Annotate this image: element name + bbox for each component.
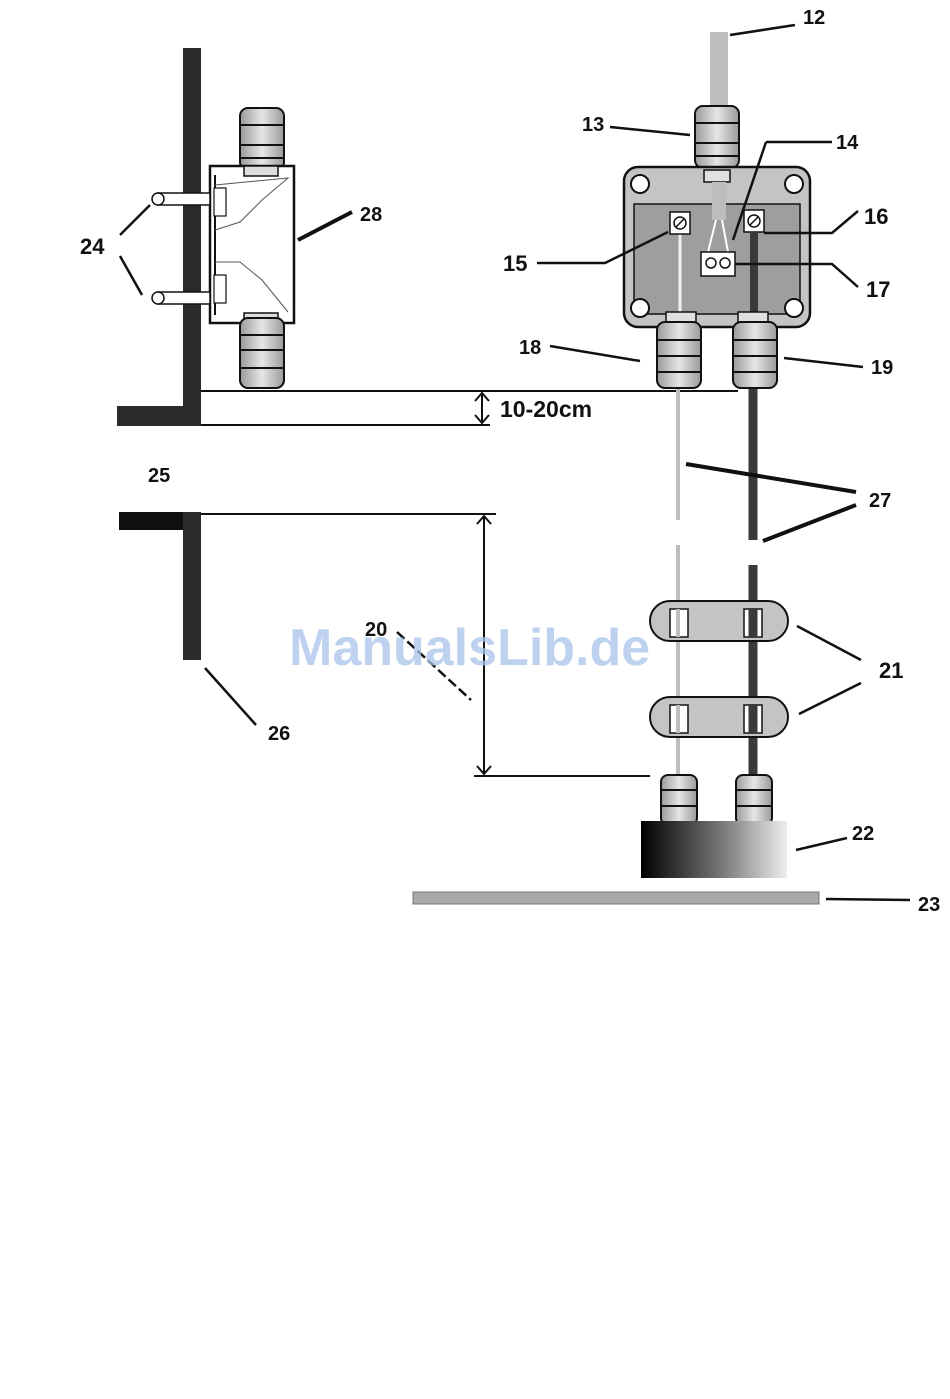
callouts: 12 13 14 15 16 17 18 19 20 21 22 23 24 2… — [80, 7, 940, 916]
junction-box — [624, 106, 810, 388]
callout-19: 19 — [871, 357, 893, 379]
wall-bracket — [117, 48, 201, 426]
side-mounted-box — [152, 108, 294, 388]
cable-clamps — [650, 601, 788, 737]
leader-lines — [120, 25, 910, 900]
base-plate — [413, 892, 819, 904]
callout-17: 17 — [866, 277, 890, 302]
callout-12: 12 — [803, 7, 825, 29]
callout-22: 22 — [852, 823, 874, 845]
sensor — [641, 775, 787, 878]
callout-26: 26 — [268, 723, 290, 745]
lower-bracket — [119, 512, 201, 660]
watermark: ManualsLib.de — [289, 619, 650, 677]
callout-24: 24 — [80, 234, 105, 259]
callout-25: 25 — [148, 465, 170, 487]
callout-16: 16 — [864, 204, 888, 229]
callout-18: 18 — [519, 337, 541, 359]
callout-28: 28 — [360, 204, 382, 226]
dimension-10-20cm: 10-20cm — [201, 391, 738, 425]
callout-27: 27 — [869, 490, 891, 512]
callout-15: 15 — [503, 251, 527, 276]
callout-23: 23 — [918, 894, 940, 916]
callout-21: 21 — [879, 658, 903, 683]
callout-14: 14 — [836, 132, 859, 154]
callout-13: 13 — [582, 114, 604, 136]
dimension-label: 10-20cm — [500, 396, 592, 422]
